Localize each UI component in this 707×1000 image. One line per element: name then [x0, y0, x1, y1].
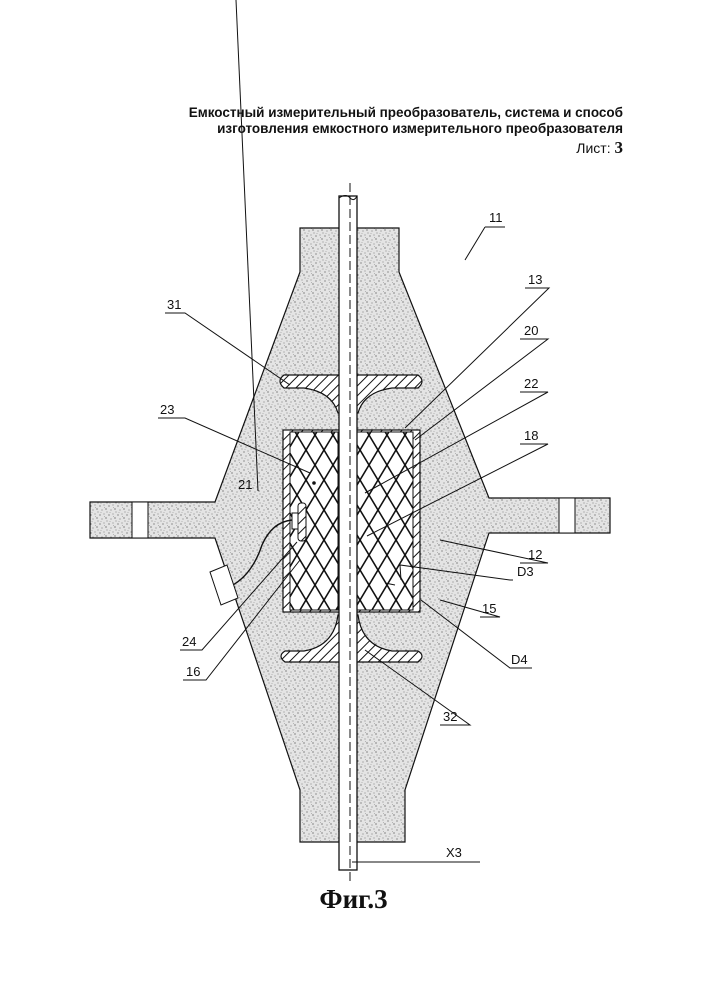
- label-11: 11: [489, 210, 503, 225]
- label-18: 18: [524, 428, 538, 443]
- label-X3: X3: [446, 845, 462, 860]
- label-23: 23: [160, 402, 174, 417]
- label-13: 13: [528, 272, 542, 287]
- label-22: 22: [524, 376, 538, 391]
- label-D3: D3: [517, 564, 534, 579]
- label-31: 31: [167, 297, 181, 312]
- electrode: [298, 503, 306, 541]
- flange-hole-right: [559, 498, 575, 533]
- label-D4: D4: [511, 652, 528, 667]
- label-16: 16: [186, 664, 200, 679]
- contact: [292, 513, 298, 529]
- figure-caption: Фиг.3: [0, 884, 707, 915]
- label-21: 21: [238, 477, 252, 492]
- label-12: 12: [528, 547, 542, 562]
- label-15: 15: [482, 601, 496, 616]
- marker-dot: [312, 481, 316, 485]
- flange-hole-left: [132, 502, 148, 538]
- label-32: 32: [443, 709, 457, 724]
- label-24: 24: [182, 634, 196, 649]
- shaft: [339, 196, 357, 870]
- label-20: 20: [524, 323, 538, 338]
